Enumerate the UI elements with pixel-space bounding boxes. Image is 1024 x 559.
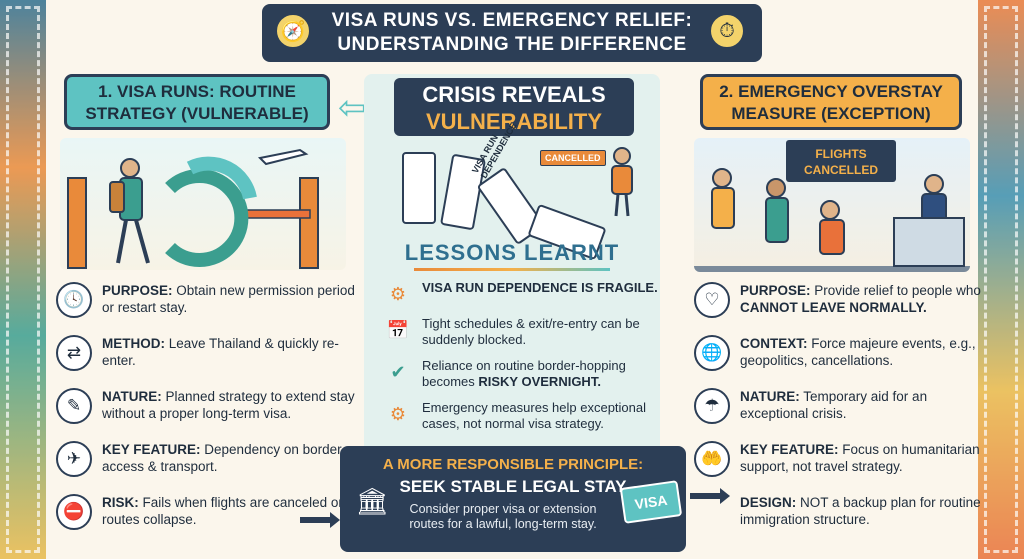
emergency-overstay-header: 2. EMERGENCY OVERSTAY MEASURE (EXCEPTION… — [700, 74, 962, 130]
visa-runs-list: 🕓 PURPOSE: Obtain new permission period … — [56, 282, 356, 547]
domino-passport — [402, 152, 436, 224]
item-label: KEY FEATURE: — [102, 442, 201, 457]
item-text: Provide relief to people who — [814, 283, 981, 298]
emergency-header-line-2: MEASURE (EXCEPTION) — [731, 104, 931, 123]
right-decorative-border — [978, 0, 1024, 559]
visa-runs-header-line-1: 1. VISA RUNS: ROUTINE — [98, 82, 296, 101]
blank-spacer — [694, 494, 730, 530]
center-panel — [364, 74, 660, 454]
helping-hand-icon: 🤲 — [694, 441, 730, 477]
flights-sign-line-1: FLIGHTS — [815, 147, 866, 161]
item-text: Force majeure events, e.g., geopolitics,… — [740, 336, 976, 368]
left-arrow-icon: ⇦ — [338, 89, 367, 127]
left-decorative-border — [0, 0, 46, 559]
stopwatch-icon: ⏱ — [708, 12, 746, 50]
visa-runs-header: 1. VISA RUNS: ROUTINE STRATEGY (VULNERAB… — [64, 74, 330, 130]
lesson-bold: RISKY OVERNIGHT. — [478, 374, 601, 389]
traveler-border-scene — [67, 148, 319, 269]
airport-scene: FLIGHTS CANCELLED — [694, 140, 970, 272]
item-text: Temporary aid for an exceptional crisis. — [740, 389, 928, 421]
lessons-learnt-heading: LESSONS LEARNT — [404, 240, 620, 265]
item-label: KEY FEATURE: — [740, 442, 839, 457]
list-item: 🌐 CONTEXT: Force majeure events, e.g., g… — [694, 335, 984, 375]
emergency-relief-list: ♡ PURPOSE: Provide relief to people who … — [694, 282, 984, 547]
lesson-item: ✔ Reliance on routine border-hopping bec… — [384, 358, 664, 390]
visa-runs-header-line-2: STRATEGY (VULNERABLE) — [85, 104, 309, 123]
flights-sign-line-2: CANCELLED — [804, 163, 878, 177]
item-label: CONTEXT: — [740, 336, 808, 351]
principle-subheading: SEEK STABLE LEGAL STAY — [399, 477, 627, 496]
lesson-text: Reliance on routine border-hopping becom… — [422, 358, 626, 389]
item-text: Leave Thailand & quickly re-enter. — [102, 336, 339, 368]
stranded-travelers-illustration: FLIGHTS CANCELLED — [694, 138, 970, 272]
airplane-icon: ✈ — [56, 441, 92, 477]
list-item: ⇄ METHOD: Leave Thailand & quickly re-en… — [56, 335, 356, 375]
item-label: PURPOSE: — [740, 283, 811, 298]
item-text: NOT a backup plan for routine immigratio… — [740, 495, 981, 527]
heart-hand-icon: ♡ — [694, 282, 730, 318]
lesson-item: 📅 Tight schedules & exit/re-entry can be… — [384, 316, 664, 348]
title-line-1: VISA RUNS VS. EMERGENCY RELIEF: — [331, 10, 693, 31]
item-label: RISK: — [102, 495, 139, 510]
item-text: Fails when flights are canceled or route… — [102, 495, 343, 527]
title-line-2: UNDERSTANDING THE DIFFERENCE — [337, 34, 687, 55]
item-bold: CANNOT LEAVE NORMALLY. — [740, 300, 927, 315]
item-label: METHOD: — [102, 336, 165, 351]
crisis-line-2: VULNERABILITY — [426, 109, 602, 134]
crisis-banner: CRISIS REVEALS VULNERABILITY — [394, 78, 634, 136]
warning-gear-icon: ⚙ — [389, 403, 407, 424]
item-label: PURPOSE: — [102, 283, 173, 298]
lesson-text: Tight schedules & exit/re-entry can be s… — [422, 316, 640, 347]
list-item: ♡ PURPOSE: Provide relief to people who … — [694, 282, 984, 322]
visa-run-illustration — [60, 138, 346, 270]
courthouse-icon: 🏛 — [355, 486, 389, 516]
list-item: ✎ NATURE: Planned strategy to extend sta… — [56, 388, 356, 428]
list-item: 🤲 KEY FEATURE: Focus on humanitarian sup… — [694, 441, 984, 481]
umbrella-icon: ☂ — [694, 388, 730, 424]
list-item: ✈ KEY FEATURE: Dependency on border acce… — [56, 441, 356, 481]
item-label: NATURE: — [740, 389, 800, 404]
item-text: Focus on humanitarian support, not trave… — [740, 442, 980, 474]
principle-text: Consider proper visa or extension routes… — [409, 502, 597, 531]
item-label: DESIGN: — [740, 495, 797, 510]
page-title: VISA RUNS VS. EMERGENCY RELIEF: UNDERSTA… — [262, 4, 762, 62]
list-item: DESIGN: NOT a backup plan for routine im… — [694, 494, 984, 534]
item-text: Dependency on border access & transport. — [102, 442, 342, 474]
cancelled-sign: CANCELLED — [540, 150, 606, 166]
clock-icon: 🕓 — [56, 282, 92, 318]
compass-icon: 🧭 — [274, 12, 312, 50]
check-icon: ✔ — [390, 361, 406, 382]
lesson-item: ⚙ Emergency measures help exceptional ca… — [384, 400, 664, 432]
globe-icon: 🌐 — [694, 335, 730, 371]
pencil-icon: ✎ — [56, 388, 92, 424]
principle-heading: A MORE RESPONSIBLE PRINCIPLE: — [382, 456, 644, 473]
lesson-text: Emergency measures help exceptional case… — [422, 400, 647, 431]
calendar-icon: 📅 — [386, 319, 410, 340]
item-text: Obtain new permission period or restart … — [102, 283, 355, 315]
worried-traveler-figure — [611, 147, 633, 217]
lessons-underline — [414, 268, 610, 271]
item-label: NATURE: — [102, 389, 162, 404]
lesson-bold: VISA RUN DEPENDENCE IS FRAGILE. — [422, 280, 658, 295]
crisis-line-1: CRISIS REVEALS — [422, 82, 606, 107]
list-item: ☂ NATURE: Temporary aid for an exception… — [694, 388, 984, 428]
gears-icon: ⚙ — [389, 283, 407, 304]
exchange-arrows-icon: ⇄ — [56, 335, 92, 371]
list-item: ⛔ RISK: Fails when flights are canceled … — [56, 494, 356, 534]
barrier-icon: ⛔ — [56, 494, 92, 530]
list-item: 🕓 PURPOSE: Obtain new permission period … — [56, 282, 356, 322]
item-text: Planned strategy to extend stay without … — [102, 389, 355, 421]
emergency-header-line-1: 2. EMERGENCY OVERSTAY — [719, 82, 943, 101]
lesson-item: ⚙ VISA RUN DEPENDENCE IS FRAGILE. — [384, 280, 664, 308]
